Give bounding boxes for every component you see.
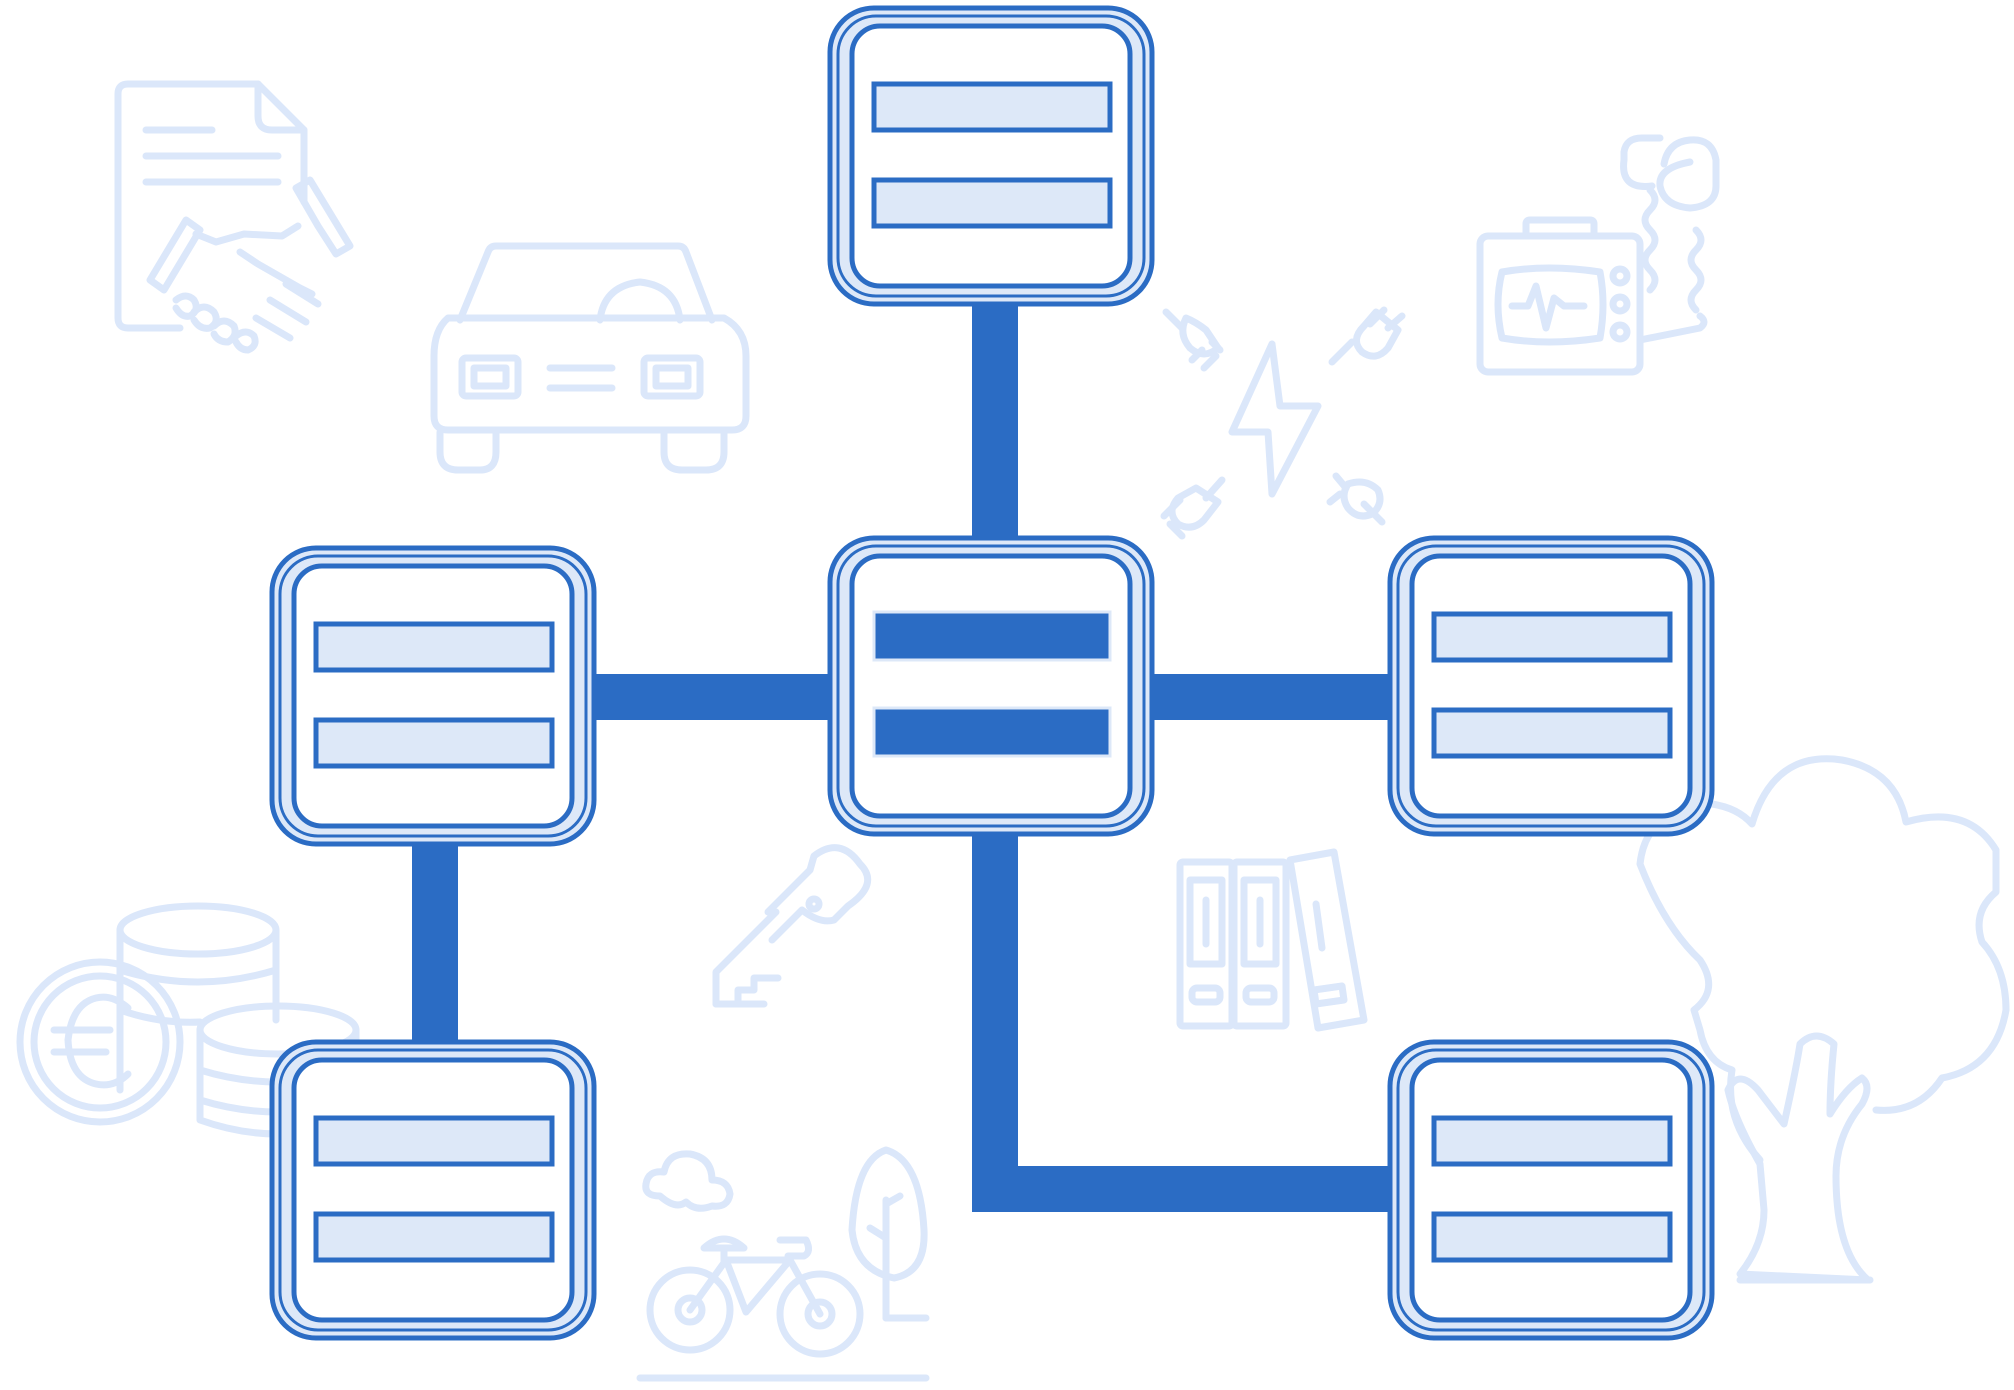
connector-left-bottomleft bbox=[412, 838, 458, 1054]
node-top-slot-2 bbox=[871, 177, 1113, 229]
medical-monitor-icon bbox=[1476, 134, 1720, 376]
connector-left-center bbox=[590, 674, 838, 720]
car-icon bbox=[430, 242, 750, 474]
contract-handshake-icon bbox=[114, 80, 354, 354]
node-bottom-right[interactable] bbox=[1387, 1039, 1715, 1341]
node-bottom-left-slot-1 bbox=[313, 1115, 555, 1167]
node-bottom-left[interactable] bbox=[269, 1039, 597, 1341]
node-right-slot-1 bbox=[1431, 611, 1673, 663]
node-bottom-left-slot-2 bbox=[313, 1211, 555, 1263]
node-left-slot-1 bbox=[313, 621, 555, 673]
connectors bbox=[412, 298, 1400, 1212]
node-left[interactable] bbox=[269, 545, 597, 847]
node-bottom-right-slot-1 bbox=[1431, 1115, 1673, 1167]
key-icon bbox=[712, 844, 872, 1008]
bicycle-tree-icon bbox=[636, 1146, 930, 1382]
node-left-slot-2 bbox=[313, 717, 555, 769]
node-bottom-right-slot-2 bbox=[1431, 1211, 1673, 1263]
tree-icon bbox=[1636, 755, 2010, 1164]
node-top[interactable] bbox=[827, 5, 1155, 307]
node-right[interactable] bbox=[1387, 535, 1715, 837]
electricity-plugs-icon bbox=[1160, 306, 1406, 540]
node-center[interactable] bbox=[827, 535, 1155, 837]
binders-icon bbox=[1176, 848, 1368, 1032]
node-top-slot-1 bbox=[871, 81, 1113, 133]
node-center-slot-1 bbox=[872, 610, 1112, 662]
node-center-slot-2 bbox=[872, 706, 1112, 758]
connector-center-bottomright bbox=[972, 830, 1400, 1212]
connector-top-center bbox=[972, 298, 1018, 542]
connector-center-right bbox=[1152, 674, 1400, 720]
node-right-slot-2 bbox=[1431, 707, 1673, 759]
